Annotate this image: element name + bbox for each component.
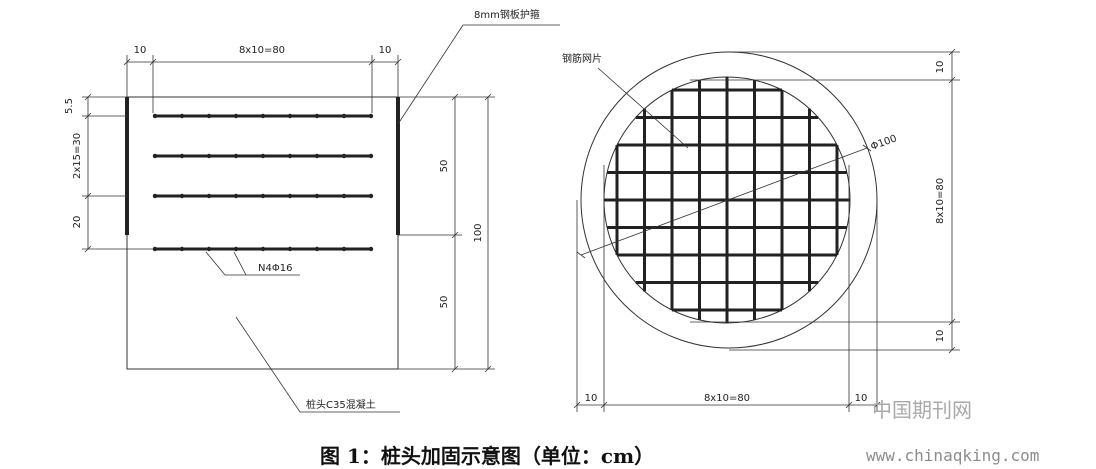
steel-plate-leader [397, 24, 560, 125]
rebar-dot [260, 246, 266, 252]
elev-dim-right-lower: 50 [439, 296, 450, 309]
rebar-dot [152, 113, 158, 119]
rebar-dot [260, 153, 266, 159]
rebar-dot [206, 113, 212, 119]
rebar-dot [314, 113, 320, 119]
rebar-dot [179, 193, 185, 199]
rebar-dot [368, 153, 374, 159]
rebar-dot [314, 153, 320, 159]
watermark-site-name: 中国期刊网 [872, 398, 972, 422]
elev-dim-top-middle: 8x10=80 [239, 45, 285, 56]
plan-view [573, 48, 960, 412]
concrete-label: 桩头C35混凝土 [306, 398, 376, 411]
rebar-dot [341, 153, 347, 159]
rebar-dot [233, 193, 239, 199]
rebar-leader-2 [233, 251, 247, 276]
rebar-leader [205, 251, 300, 276]
plan-dim-right-bottom: 10 [935, 330, 946, 343]
rebar-dot [368, 246, 374, 252]
elev-dim-left-top: 5.5 [64, 98, 75, 114]
elev-left-dim [82, 93, 153, 253]
rebar-dot [287, 153, 293, 159]
rebar-dot [341, 193, 347, 199]
rebar-dot [179, 246, 185, 252]
pile-outline [126, 96, 399, 370]
rebar-dot [287, 193, 293, 199]
rebar-dot [314, 193, 320, 199]
diameter-line [580, 147, 868, 256]
concrete-leader [235, 316, 400, 413]
rebar-layers [153, 114, 372, 251]
mesh-label: 钢筋网片 [562, 52, 602, 65]
watermark-url: www.chinaqking.com [866, 446, 1039, 465]
elev-dim-right-total: 100 [473, 223, 484, 242]
rebar-dot [179, 153, 185, 159]
rebar-dot [287, 113, 293, 119]
rebar-dot [341, 113, 347, 119]
plan-dim-right-top: 10 [935, 61, 946, 74]
rebar-dot [233, 246, 239, 252]
rebar-dot [233, 153, 239, 159]
rebar-dot [152, 246, 158, 252]
rebar-dot [260, 193, 266, 199]
rebar-dot [152, 153, 158, 159]
rebar-dot [287, 246, 293, 252]
plan-right-dim [690, 48, 960, 354]
mesh-leader [597, 67, 689, 149]
rebar-dot [314, 246, 320, 252]
rebar-dot [152, 193, 158, 199]
plan-dim-bottom-middle: 8x10=80 [704, 393, 750, 404]
elev-dim-left-middle: 2x15=30 [72, 133, 83, 179]
plan-dim-bottom-left: 10 [585, 393, 598, 404]
elev-dim-top-right: 10 [379, 45, 392, 56]
steel-plate-label: 8mm钢板护箍 [474, 8, 540, 21]
rebar-dot [368, 113, 374, 119]
rebar-dot [341, 246, 347, 252]
plan-dim-right-middle: 8x10=80 [935, 178, 946, 224]
figure-caption: 图 1：桩头加固示意图（单位：cm） [320, 444, 655, 468]
diameter-label: Φ100 [869, 133, 898, 153]
rebar-dot [206, 246, 212, 252]
plan-bottom-dim [573, 165, 881, 412]
rebar-dot [179, 113, 185, 119]
elev-dim-left-bottom: 20 [72, 216, 83, 229]
rebar-label: N4Φ16 [258, 263, 292, 274]
rebar-mesh-grid [604, 77, 850, 323]
elev-dim-top-left: 10 [134, 45, 147, 56]
elev-right-dim [398, 93, 495, 373]
elev-top-dim [123, 55, 402, 113]
rebar-dot [206, 153, 212, 159]
rebar-dot [260, 113, 266, 119]
rebar-dot [368, 193, 374, 199]
rebar-dots [152, 113, 374, 252]
rebar-dot [233, 113, 239, 119]
elev-dim-right-upper: 50 [439, 160, 450, 173]
rebar-dot [206, 193, 212, 199]
plan-dim-bottom-right: 10 [855, 393, 868, 404]
elevation-view [82, 24, 560, 413]
